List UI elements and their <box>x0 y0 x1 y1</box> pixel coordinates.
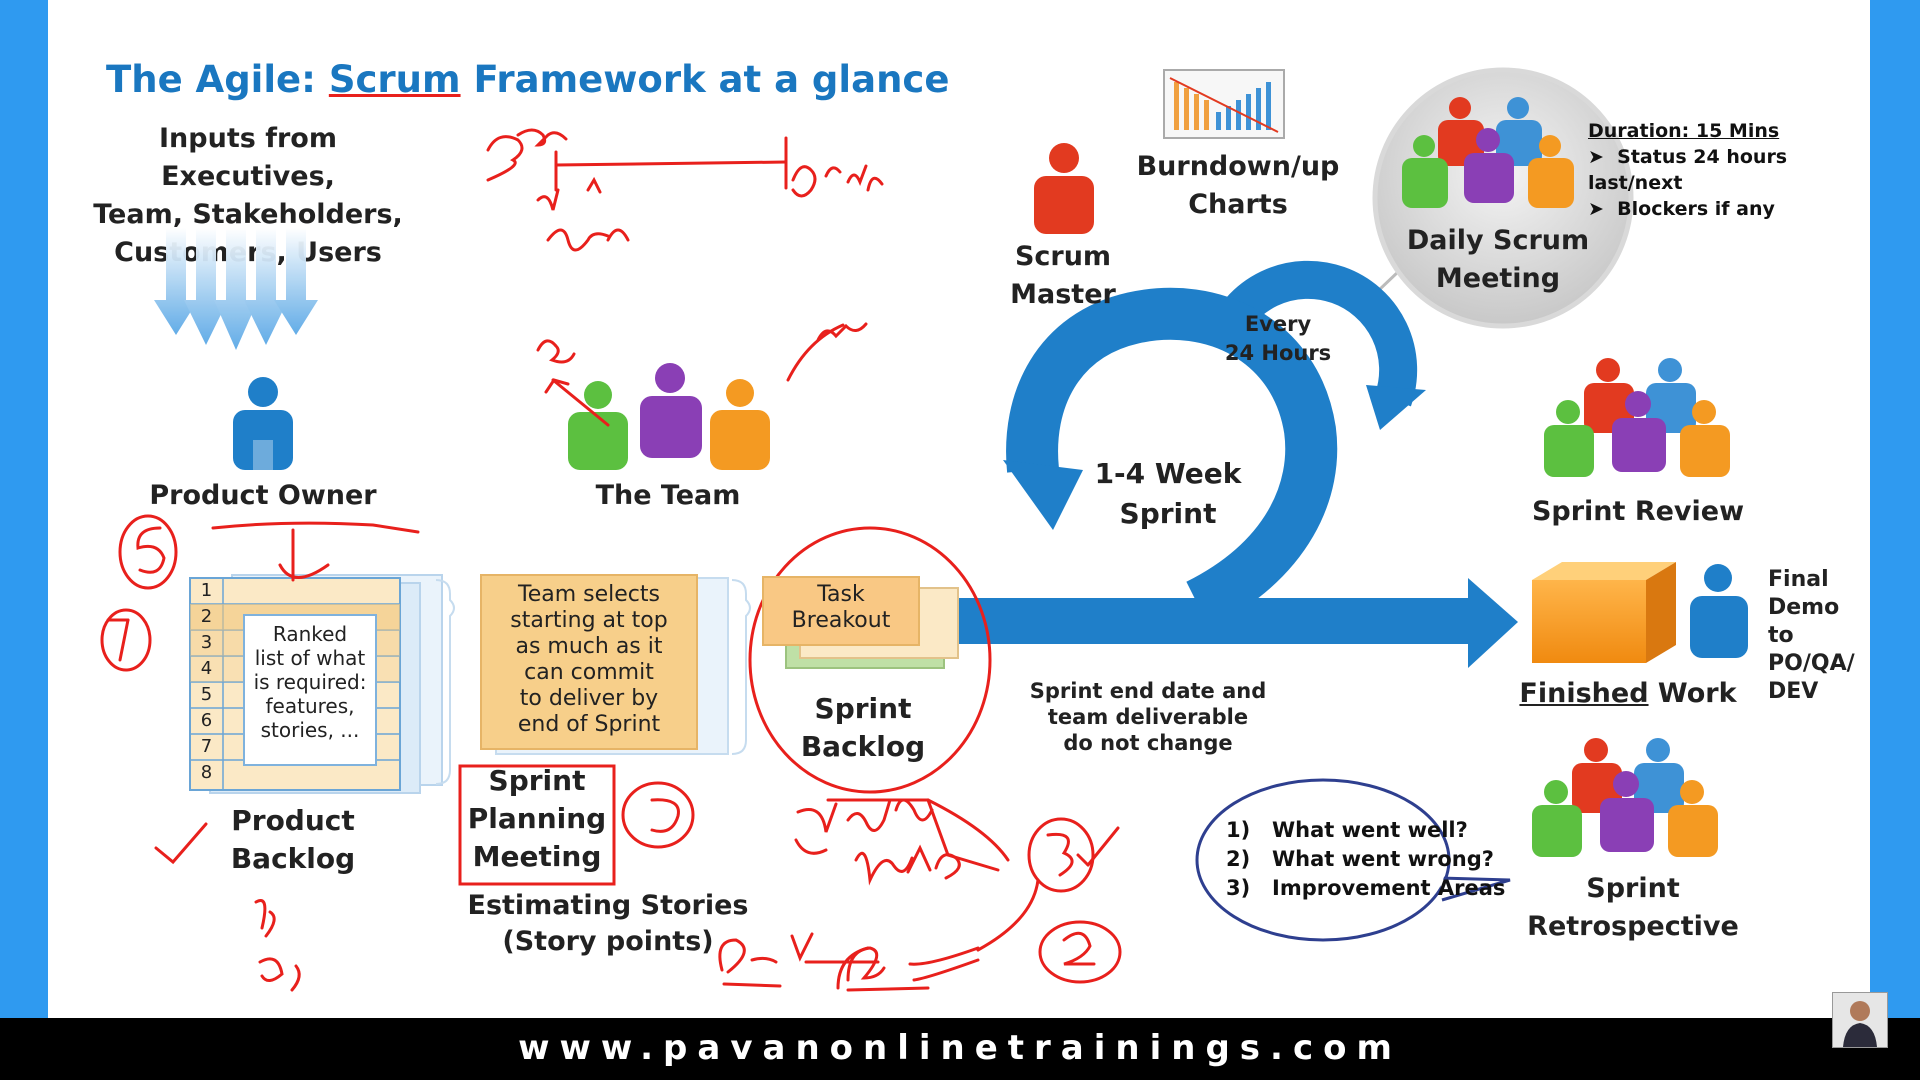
inputs-text: Inputs from Executives,Team, Stakeholder… <box>93 123 403 268</box>
final-demo-person-icon <box>1690 564 1748 658</box>
product-owner-icon <box>233 377 293 474</box>
daily-scrum-info: Duration: 15 Mins ➤ Status 24 hours last… <box>1588 118 1870 222</box>
sprint-retro-people-icon <box>1532 738 1718 857</box>
retro-items: 1)What went well? 2)What went wrong? 3)I… <box>1226 816 1505 903</box>
retro-item-3: 3)Improvement Areas <box>1226 876 1506 900</box>
handwritten-annotations <box>100 128 1122 992</box>
arrow-bullet-icon: ➤ <box>1588 146 1618 168</box>
footer-bar: www.pavanonlinetrainings.com <box>0 1018 1920 1080</box>
retro-item-1: 1)What went well? <box>1226 818 1468 842</box>
sprint-review-people-icon <box>1544 358 1730 477</box>
burndown-chart-icon <box>1163 69 1285 139</box>
finished-work-label: Finished Work <box>1519 678 1737 709</box>
planning-card <box>480 574 698 750</box>
sprint-review-label: Sprint Review <box>1531 496 1745 527</box>
daily-scrum-people-icon <box>1402 97 1574 208</box>
duration-text: Duration: 15 Mins <box>1588 120 1780 142</box>
task-breakout-card <box>762 576 920 646</box>
product-owner-label: Product Owner <box>149 480 377 511</box>
finished-work-box-icon <box>1532 562 1676 663</box>
arrow-bullet-icon: ➤ <box>1588 198 1618 220</box>
scrum-master-icon <box>1034 143 1094 234</box>
bullet-status: ➤ Status 24 hours last/next <box>1588 146 1788 194</box>
estimating-stories-label: Estimating Stories(Story points) <box>467 890 749 957</box>
the-team-label: The Team <box>595 480 741 511</box>
main-flow-arrow <box>943 598 1473 644</box>
presenter-avatar <box>1832 992 1888 1048</box>
team-icon <box>568 363 770 470</box>
slide: The Agile: Scrum Framework at a glance I… <box>48 0 1870 1018</box>
footer-url: www.pavanonlinetrainings.com <box>518 1028 1402 1068</box>
sprint-loop-arrow <box>1006 287 1338 629</box>
page-title: The Agile: Scrum Framework at a glance <box>106 58 950 101</box>
bullet-blockers: ➤ Blockers if any <box>1588 198 1775 220</box>
backlog-row-numbers: 1 2 3 4 5 6 7 8 <box>200 580 213 783</box>
input-arrows-icon <box>154 228 318 350</box>
retro-item-2: 2)What went wrong? <box>1226 847 1494 871</box>
